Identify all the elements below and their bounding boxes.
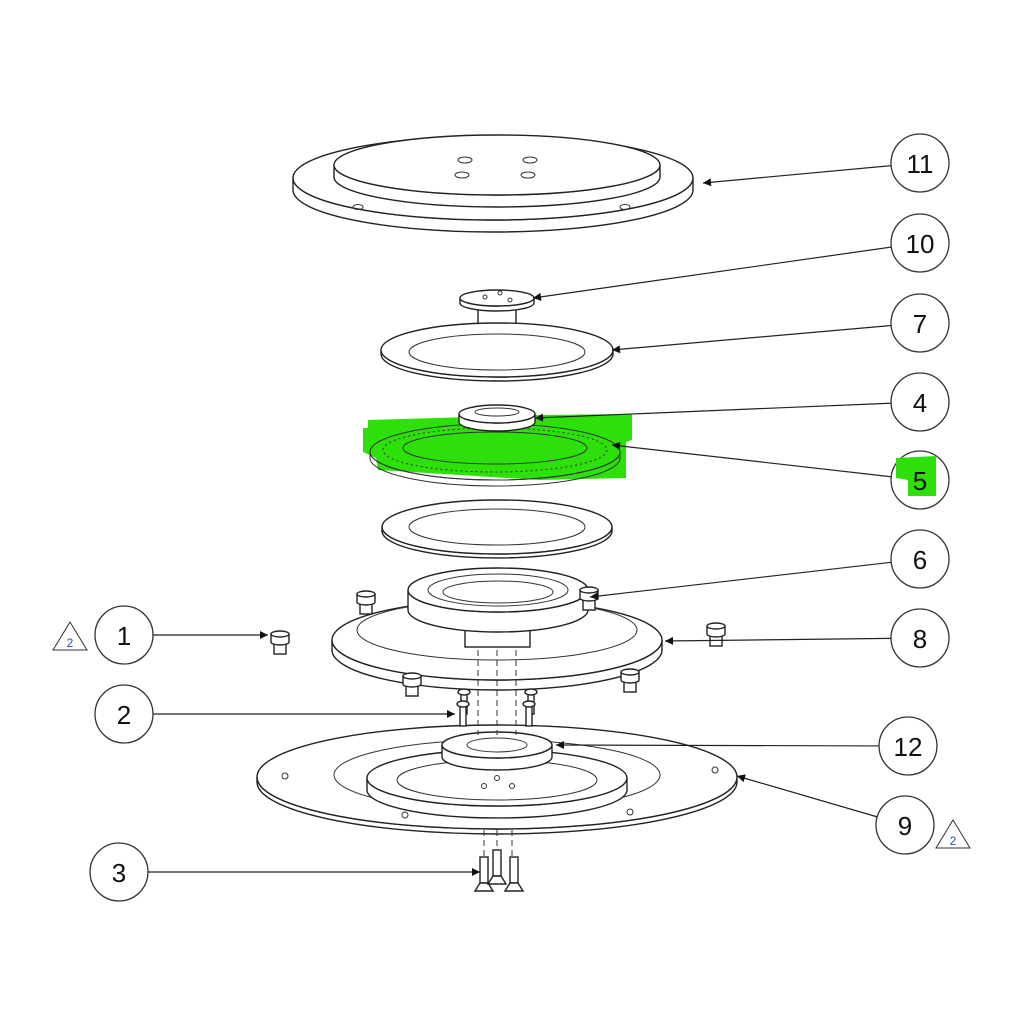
revision-label: 2	[950, 834, 957, 848]
part-2-screw[interactable]	[456, 700, 470, 727]
cap-screw[interactable]	[620, 668, 640, 693]
leader-line-5	[611, 441, 892, 478]
balloon-1[interactable]: 1	[94, 605, 154, 665]
ring-plate	[381, 499, 613, 559]
cap-screw[interactable]	[579, 586, 599, 611]
part-12-ring[interactable]	[441, 731, 553, 771]
part-3-countersunk-screw[interactable]	[503, 856, 525, 892]
part-5-gear-ring[interactable]	[363, 414, 632, 487]
balloon-circle	[94, 684, 154, 744]
balloon-label: 10	[906, 229, 935, 259]
part-4-ring[interactable]	[458, 404, 536, 432]
revision-label: 2	[67, 636, 74, 650]
balloon-circle	[878, 716, 938, 776]
part-7-gasket[interactable]	[380, 322, 614, 382]
balloon-label: 11	[907, 149, 934, 179]
balloon-circle	[890, 372, 950, 432]
balloon-label: 6	[913, 545, 927, 575]
balloon-label: 2	[117, 700, 131, 730]
center-lines	[477, 650, 517, 860]
balloon-label: 8	[913, 624, 927, 654]
cap-screw[interactable]	[706, 622, 726, 647]
part-6-bearing[interactable]	[407, 567, 589, 633]
balloon-11[interactable]: 11	[890, 133, 950, 193]
part-11-top-plate[interactable]	[292, 134, 694, 233]
leader-line-9	[736, 774, 878, 818]
balloon-7[interactable]: 7	[890, 293, 950, 353]
balloon-circle	[875, 795, 935, 855]
balloon-5[interactable]: 5	[890, 450, 950, 510]
highlight-mark	[896, 456, 936, 496]
revision-triangle-1: 2	[52, 621, 88, 651]
balloon-6[interactable]: 6	[890, 529, 950, 589]
leader-line-11	[702, 165, 892, 187]
balloon-12[interactable]: 12	[878, 716, 938, 776]
balloon-9[interactable]: 9	[875, 795, 935, 855]
balloon-circle	[890, 608, 950, 668]
balloon-circle	[890, 529, 950, 589]
leader-line-6	[589, 561, 892, 601]
leader-line-12	[555, 741, 880, 750]
highlight-mark	[363, 414, 632, 480]
leader-lines	[148, 165, 892, 876]
part-9-base-plate[interactable]	[256, 724, 738, 835]
part-1-cap-screw[interactable]	[270, 630, 290, 655]
balloon-2[interactable]: 2	[94, 684, 154, 744]
part-3-countersunk-screw[interactable]	[486, 849, 508, 885]
leader-line-10	[532, 246, 892, 301]
balloon-label: 4	[913, 388, 927, 418]
revision-triangle-9: 2	[935, 819, 971, 849]
balloon-circle	[89, 842, 149, 902]
balloon-4[interactable]: 4	[890, 372, 950, 432]
balloon-circle	[890, 293, 950, 353]
balloon-label: 7	[913, 309, 927, 339]
cap-screw[interactable]	[356, 590, 376, 615]
balloon-label: 12	[894, 732, 923, 762]
balloon-label: 3	[112, 858, 126, 888]
leader-line-4	[534, 402, 892, 422]
balloon-3[interactable]: 3	[89, 842, 149, 902]
balloon-circle	[890, 213, 950, 273]
balloon-label: 1	[117, 621, 131, 651]
leader-line-8	[664, 636, 892, 645]
leader-line-7	[611, 324, 892, 354]
balloon-circle	[94, 605, 154, 665]
balloon-label: 5	[913, 466, 927, 496]
balloon-circle	[890, 133, 950, 193]
part-2-screw[interactable]	[522, 700, 536, 727]
balloon-8[interactable]: 8	[890, 608, 950, 668]
balloon-label: 9	[898, 811, 912, 841]
part-3-countersunk-screw[interactable]	[473, 856, 495, 892]
cap-screw[interactable]	[402, 672, 422, 697]
balloon-10[interactable]: 10	[890, 213, 950, 273]
